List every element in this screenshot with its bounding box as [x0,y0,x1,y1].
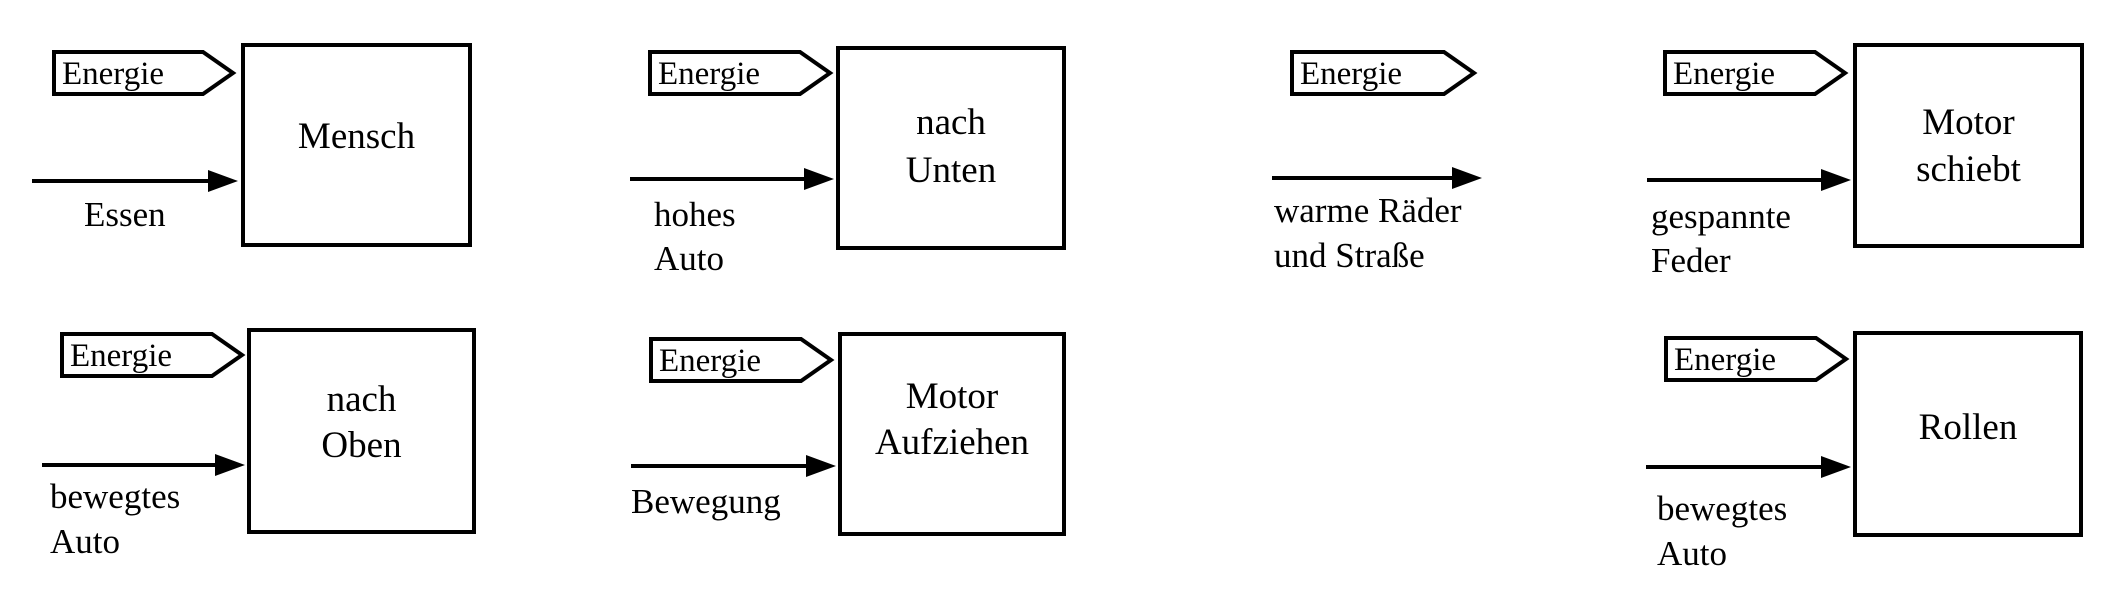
energy-tag [60,332,246,378]
process-box [241,43,472,247]
process-label: Aufziehen [875,422,1029,463]
process-label: nach [916,102,986,143]
process-box [1853,331,2083,537]
energy-tag-label: Energie [62,56,164,92]
input-arrow-head [806,455,836,477]
input-label: Bewegung [631,482,781,521]
process-label: nach [327,379,397,420]
energy-tag-label: Energie [1300,56,1402,92]
input-label: hohes [654,195,736,234]
energy-tag [52,50,237,96]
energy-unit-reibung: Energie warme Räder und Straße [1272,50,1482,275]
input-label: bewegtes [50,477,180,516]
input-arrow-head [804,168,834,190]
input-arrow-head [1821,456,1851,478]
input-arrow-head [1821,169,1851,191]
input-label: Feder [1651,241,1731,280]
process-label: Rollen [1919,407,2018,448]
input-label: bewegtes [1657,489,1787,528]
input-label: Auto [654,239,724,278]
input-arrow-head [1452,167,1482,189]
process-label: Oben [321,425,401,466]
input-arrow-head [208,170,238,192]
energy-tag-label: Energie [1674,342,1776,378]
input-label: Auto [50,522,120,561]
process-box [838,332,1066,536]
process-label: Mensch [298,116,416,157]
energy-tag [648,50,834,96]
energy-tag [1664,336,1850,382]
process-label: Motor [906,376,999,417]
energy-tag [1663,50,1849,96]
process-box [1853,43,2084,248]
energy-tag-label: Energie [70,338,172,374]
input-label: Auto [1657,534,1727,573]
process-label: Motor [1922,102,2015,143]
energy-tag-label: Energie [658,56,760,92]
process-box [836,46,1066,250]
energy-tag [1290,50,1478,96]
energy-tag-label: Energie [659,343,761,379]
input-label: und Straße [1274,236,1425,275]
input-label: gespannte [1651,197,1791,236]
energy-tag [649,337,835,383]
input-label: Essen [84,195,166,234]
input-label: warme Räder [1274,191,1462,230]
process-box [247,328,476,534]
input-arrow-head [215,454,245,476]
process-label: schiebt [1916,149,2022,190]
energy-tag-label: Energie [1673,56,1775,92]
process-label: Unten [906,150,996,191]
